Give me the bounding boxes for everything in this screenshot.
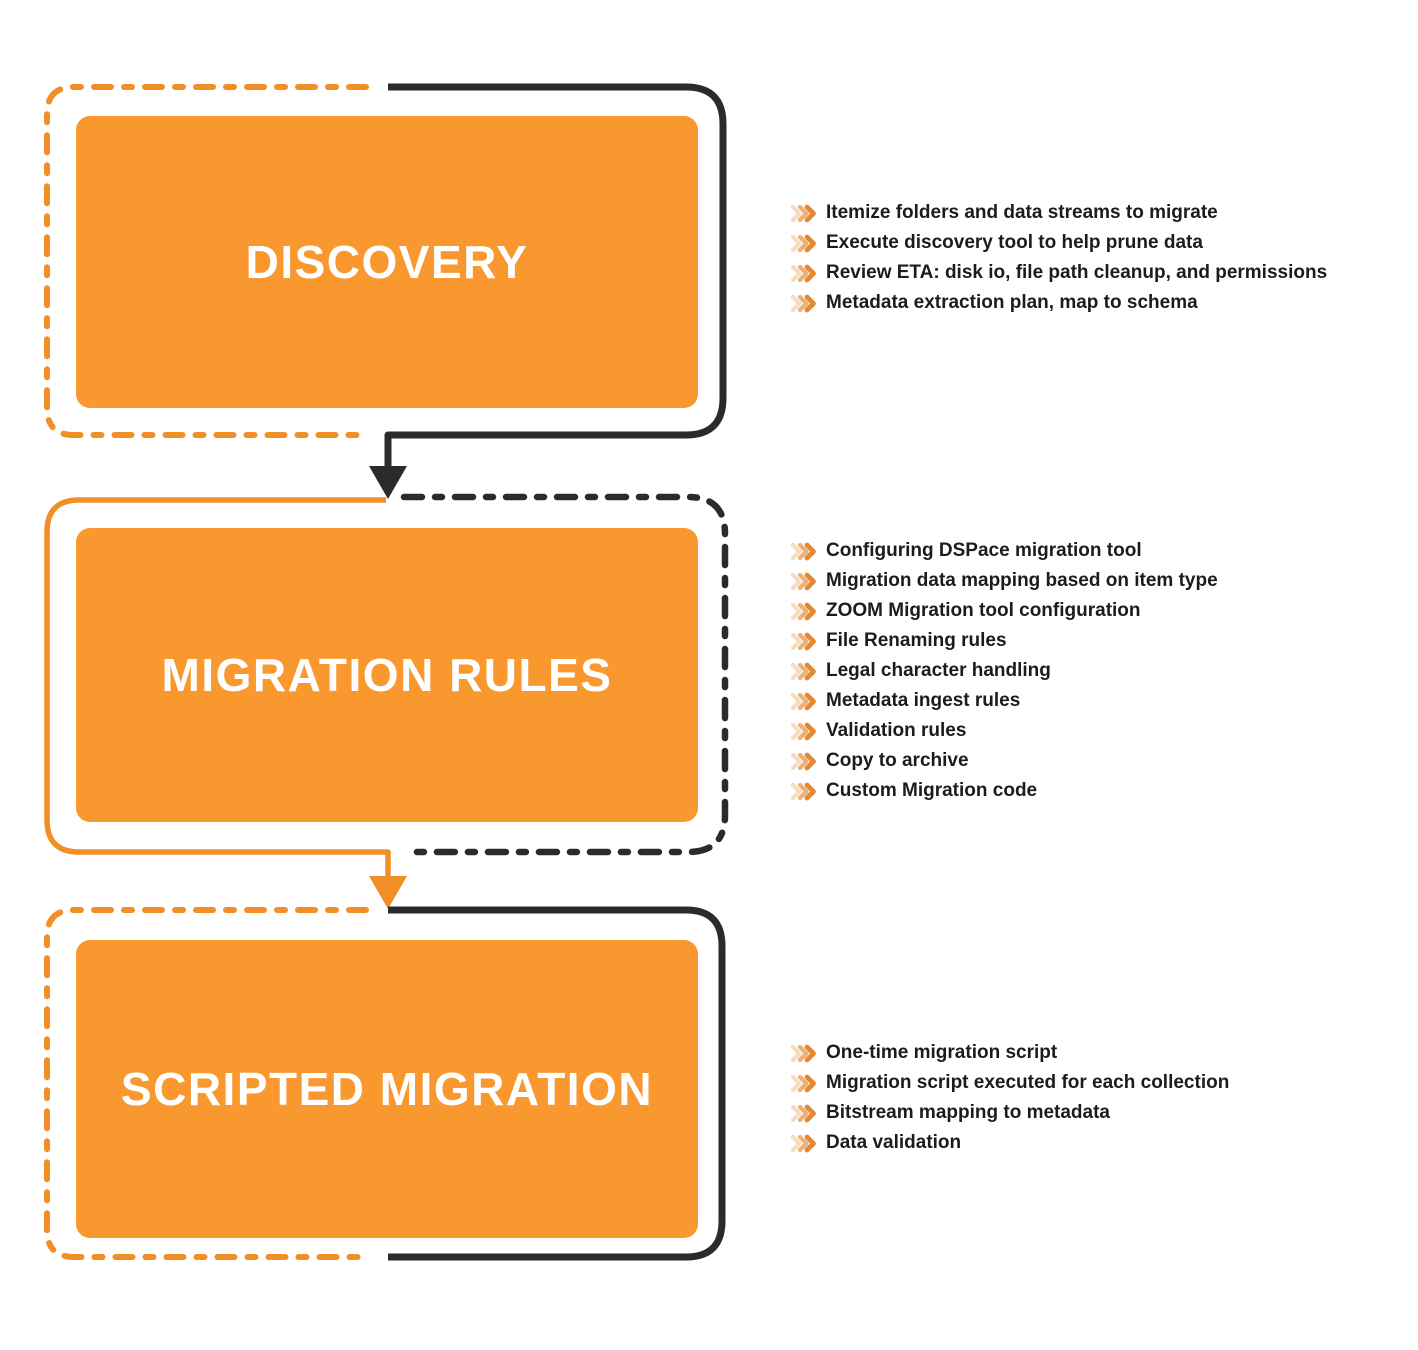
triple-chevron-right-icon [790, 722, 817, 741]
list-item: Migration data mapping based on item typ… [790, 566, 1218, 596]
triple-chevron-right-icon [790, 264, 817, 283]
list-item: Legal character handling [790, 656, 1218, 686]
item-text: ZOOM Migration tool configuration [826, 600, 1141, 621]
list-item: Configuring DSPace migration tool [790, 536, 1218, 566]
migration-rules-item-list: Configuring DSPace migration tool Migrat… [790, 536, 1218, 806]
arrow-discovery-to-rules-icon [369, 466, 407, 499]
item-text: Copy to archive [826, 750, 969, 771]
list-item: Bitstream mapping to metadata [790, 1098, 1229, 1128]
stage-title-discovery: DISCOVERY [245, 236, 529, 288]
scripted-migration-item-list: One-time migration script Migration scri… [790, 1038, 1229, 1158]
rules-outline-solid [44, 497, 391, 879]
item-text: Metadata extraction plan, map to schema [826, 292, 1198, 313]
list-item: Migration script executed for each colle… [790, 1068, 1229, 1098]
triple-chevron-right-icon [790, 1074, 817, 1093]
list-item: File Renaming rules [790, 626, 1218, 656]
triple-chevron-right-icon [790, 632, 817, 651]
list-item: Custom Migration code [790, 776, 1218, 806]
list-item: Review ETA: disk io, file path cleanup, … [790, 258, 1327, 288]
list-item: Data validation [790, 1128, 1229, 1158]
discovery-outline-solid [384, 83, 727, 469]
list-item: Metadata ingest rules [790, 686, 1218, 716]
item-text: Itemize folders and data streams to migr… [826, 202, 1218, 223]
triple-chevron-right-icon [790, 602, 817, 621]
discovery-item-list: Itemize folders and data streams to migr… [790, 198, 1327, 318]
stage-title-scripted-migration: SCRIPTED MIGRATION [120, 1063, 654, 1115]
triple-chevron-right-icon [790, 692, 817, 711]
item-text: Validation rules [826, 720, 967, 741]
list-item: Validation rules [790, 716, 1218, 746]
triple-chevron-right-icon [790, 782, 817, 801]
triple-chevron-right-icon [790, 572, 817, 591]
triple-chevron-right-icon [790, 204, 817, 223]
triple-chevron-right-icon [790, 1044, 817, 1063]
rules-outline-dashed [400, 493, 729, 856]
stage-title-migration-rules: MIGRATION RULES [161, 649, 613, 701]
triple-chevron-right-icon [790, 1104, 817, 1123]
list-item: Copy to archive [790, 746, 1218, 776]
item-text: Migration script executed for each colle… [826, 1072, 1230, 1093]
discovery-outline-dashed [44, 84, 369, 438]
triple-chevron-right-icon [790, 542, 817, 561]
triple-chevron-right-icon [790, 662, 817, 681]
stage-box-scripted-migration: SCRIPTED MIGRATION [76, 940, 698, 1238]
item-text: Configuring DSPace migration tool [826, 540, 1142, 561]
list-item: Itemize folders and data streams to migr… [790, 198, 1327, 228]
item-text: Migration data mapping based on item typ… [826, 570, 1218, 591]
item-text: Bitstream mapping to metadata [826, 1102, 1110, 1123]
item-text: Data validation [826, 1132, 962, 1153]
item-text: Custom Migration code [826, 780, 1038, 801]
arrow-rules-to-scripted-icon [369, 876, 407, 909]
list-item: Metadata extraction plan, map to schema [790, 288, 1327, 318]
triple-chevron-right-icon [790, 234, 817, 253]
triple-chevron-right-icon [790, 1134, 817, 1153]
list-item: One-time migration script [790, 1038, 1229, 1068]
list-item: Execute discovery tool to help prune dat… [790, 228, 1327, 258]
item-text: Legal character handling [826, 660, 1051, 681]
scripted-outline-solid [388, 906, 726, 1261]
list-item: ZOOM Migration tool configuration [790, 596, 1218, 626]
scripted-outline-dashed [44, 907, 369, 1260]
triple-chevron-right-icon [790, 294, 817, 313]
triple-chevron-right-icon [790, 752, 817, 771]
stage-box-discovery: DISCOVERY [76, 116, 698, 408]
stage-box-migration-rules: MIGRATION RULES [76, 528, 698, 822]
item-text: Execute discovery tool to help prune dat… [826, 232, 1203, 253]
item-text: One-time migration script [826, 1042, 1058, 1063]
item-text: File Renaming rules [826, 630, 1007, 651]
item-text: Review ETA: disk io, file path cleanup, … [826, 262, 1328, 283]
item-text: Metadata ingest rules [826, 690, 1021, 711]
